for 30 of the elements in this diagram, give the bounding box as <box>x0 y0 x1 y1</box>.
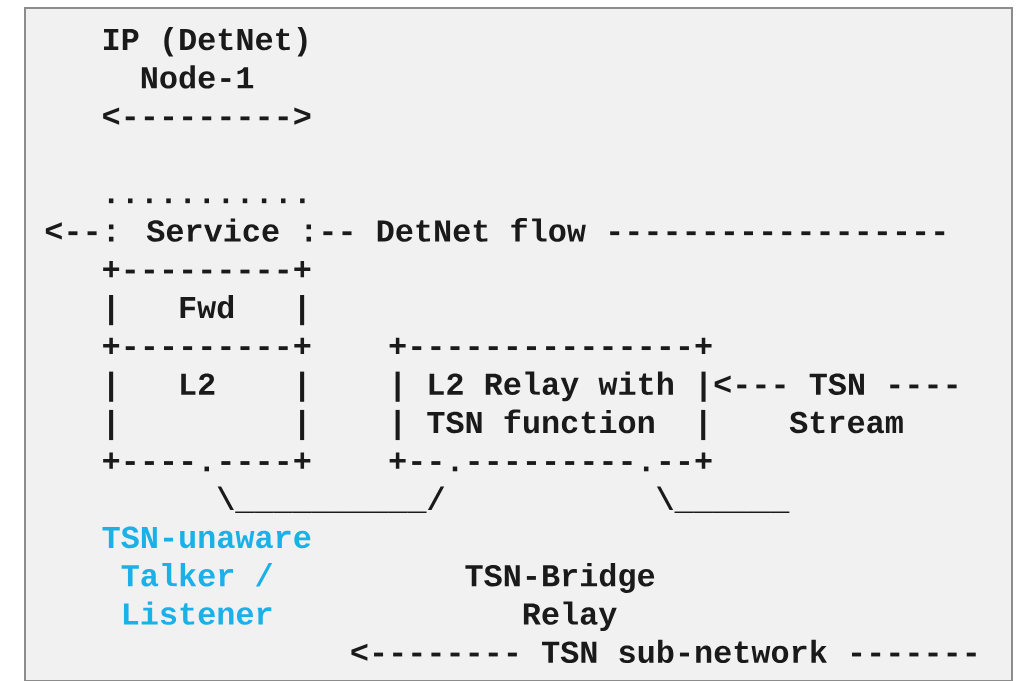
ascii-art-line: | <box>701 409 706 441</box>
ascii-art-line: +---------+ <box>103 337 311 354</box>
diagram-text: TSN-Bridge <box>465 563 655 593</box>
ascii-art-line: | <box>109 409 114 441</box>
ascii-art-line: +---------------+ <box>389 337 712 354</box>
highlighted-text: Talker / <box>121 563 273 587</box>
ascii-art-line: ........... <box>108 198 305 204</box>
ascii-art-line: \______ <box>656 486 790 513</box>
ascii-art-line: +--.---------.--+ <box>389 452 712 472</box>
diagram-text: L2 <box>181 373 215 395</box>
ascii-art-line: +---------+ <box>103 261 311 278</box>
diagram-text: Fwd <box>180 295 234 319</box>
diagram-text: Node-1 <box>141 65 254 89</box>
diagram-text: Stream <box>789 411 903 434</box>
diagram-text: IP (DetNet) <box>104 26 307 57</box>
ascii-art-line: | <box>109 295 114 326</box>
ascii-art-line: | <box>300 409 305 441</box>
diagram-text: Relay <box>523 601 617 632</box>
highlighted-text: TSN-unaware <box>102 526 311 549</box>
highlighted-text: Listener <box>123 601 272 625</box>
diagram-text: | L2 Relay with |<--- TSN ---- <box>395 371 957 402</box>
ascii-art-line: | <box>109 371 114 402</box>
ascii-art-line: <---------> <box>103 107 311 125</box>
diagram-text: | TSN function <box>395 409 654 441</box>
ascii-art-line: +----.----+ <box>103 452 311 472</box>
diagram-text: <--: Service :-- DetNet flow ------------------ <box>45 217 945 242</box>
ascii-art-line: | <box>300 295 305 326</box>
diagram-text: <-------- TSN sub-network ------- <box>351 639 976 664</box>
ascii-art-line: | <box>300 371 305 402</box>
ascii-art-line: \__________/ <box>217 486 445 513</box>
